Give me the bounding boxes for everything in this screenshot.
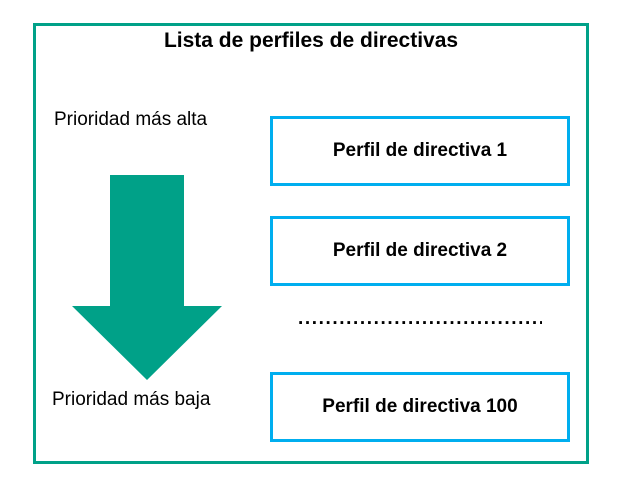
ellipsis-separator: ........................................… — [298, 308, 542, 329]
lowest-priority-label: Prioridad más baja — [52, 389, 211, 410]
policy-profile-label: Perfil de directiva 100 — [322, 396, 518, 417]
policy-profile-box[interactable]: Perfil de directiva 100 — [270, 372, 570, 442]
highest-priority-label: Prioridad más alta — [54, 109, 208, 130]
priority-arrow-icon — [70, 175, 224, 381]
policy-profile-label: Perfil de directiva 1 — [332, 140, 508, 161]
page-title: Lista de perfiles de directivas — [163, 29, 459, 52]
policy-profile-label: Perfil de directiva 2 — [332, 240, 508, 261]
policy-profile-box[interactable]: Perfil de directiva 2 — [270, 216, 570, 286]
policy-profile-box[interactable]: Perfil de directiva 1 — [270, 116, 570, 186]
